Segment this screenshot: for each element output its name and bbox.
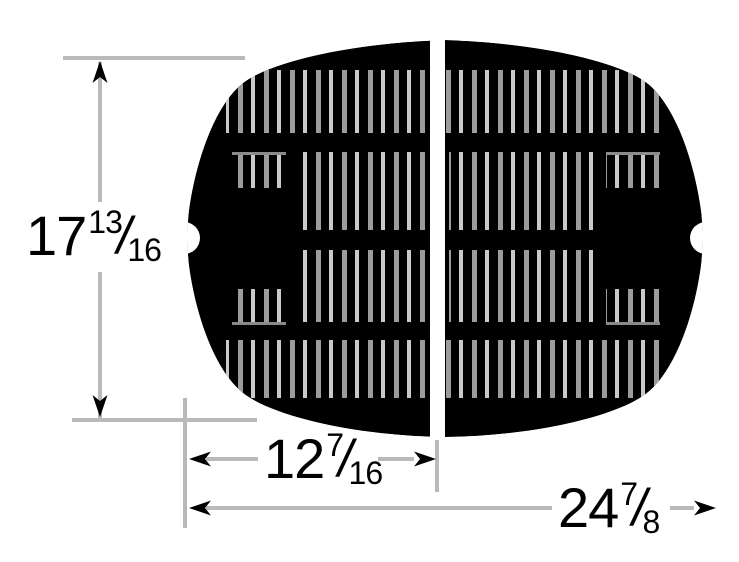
left-notch: [187, 222, 200, 254]
slot-band-3-right: [449, 250, 597, 322]
height-dimension-label: 17 13 / 16: [26, 204, 162, 268]
fraction-slash: /: [116, 207, 131, 265]
height-dim-line-upper: [98, 62, 102, 202]
center-extension-line: [435, 440, 439, 492]
dimension-whole: 12: [264, 427, 325, 490]
arrow-up: [92, 61, 108, 83]
slot-rail: [232, 322, 286, 325]
grate: [187, 13, 703, 440]
dimension-arrowheads: [92, 61, 716, 516]
slot-band-3-right-short: [606, 289, 660, 322]
arrow-left-full-width: [189, 500, 211, 516]
arrow-right-full-width: [694, 500, 716, 516]
slot-band-2-right-short: [606, 155, 660, 188]
slot-rail: [606, 322, 660, 325]
full-width-dim-line-left: [206, 506, 552, 510]
height-dim-line-lower: [98, 272, 102, 418]
full-width-dimension-label: 24 7 / 8: [558, 476, 661, 540]
slot-band-2-left-short: [232, 155, 286, 188]
dimension-denominator: 16: [348, 455, 384, 491]
dimension-numerator: 7: [326, 427, 344, 463]
dimension-lines: [63, 56, 694, 528]
right-notch: [690, 222, 703, 254]
half-width-dim-line-right: [378, 457, 414, 461]
slot-band-2-right: [449, 152, 597, 230]
fraction-slash: /: [632, 479, 646, 537]
slot-band-2-left: [295, 152, 431, 230]
dimension-denominator: 8: [642, 504, 661, 540]
arrow-right-half-width: [414, 451, 436, 467]
arrow-left-half-width: [189, 451, 211, 467]
dimension-numerator: 13: [88, 204, 123, 240]
slot-band-3-left-short: [232, 289, 286, 322]
arrow-down: [92, 395, 108, 417]
dimension-denominator: 16: [127, 232, 162, 268]
slot-band-3-left: [295, 250, 431, 322]
dimension-whole: 17: [26, 204, 87, 267]
half-width-dimension-label: 12 7 / 16: [264, 427, 384, 491]
left-extension-line: [183, 398, 187, 528]
top-extension-line: [63, 56, 245, 60]
fraction-slash: /: [338, 430, 352, 488]
grate-slots: [226, 70, 664, 398]
center-split-line: [430, 13, 445, 440]
full-width-dim-line-right: [670, 506, 694, 510]
half-width-dim-line-left: [206, 457, 258, 461]
bottom-extension-line: [72, 418, 257, 422]
dimension-numerator: 7: [620, 476, 638, 512]
dimension-whole: 24: [558, 476, 619, 539]
slot-rail: [232, 152, 286, 155]
slot-rail: [606, 152, 660, 155]
